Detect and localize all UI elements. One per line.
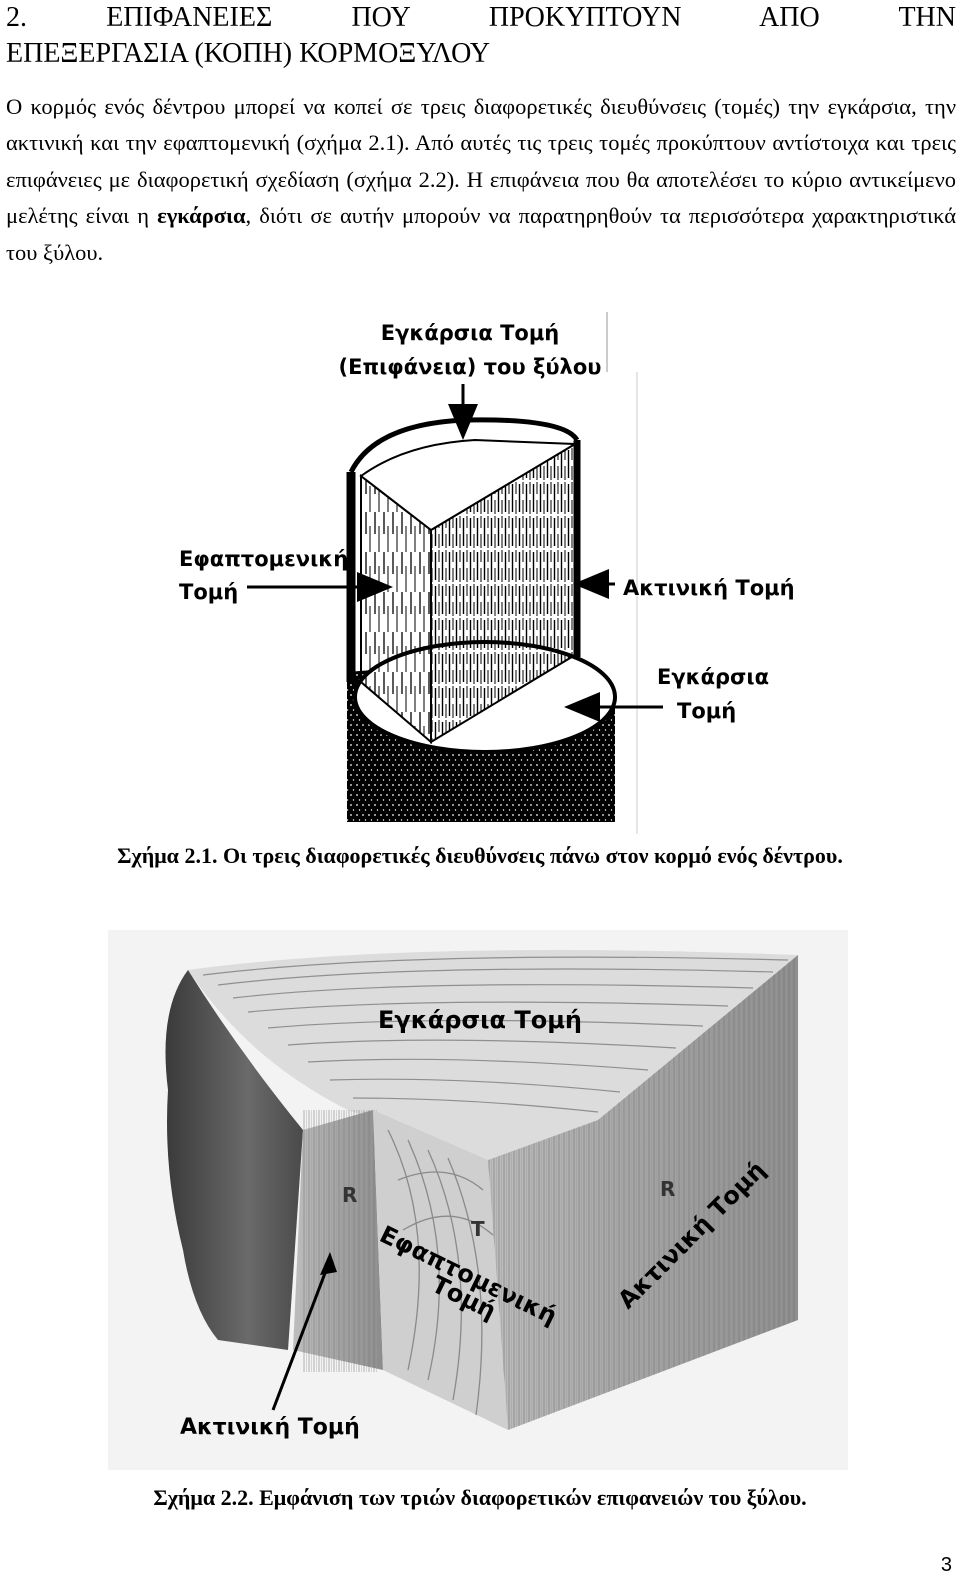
fig2-letter-r1: R	[342, 1183, 357, 1207]
intro-paragraph: Ο κορμός ενός δέντρου μπορεί να κοπεί σε…	[6, 89, 956, 271]
figure-2-2-wood-block-photo: Εγκάρσια Τομή R T R Εφαπτομενική Τομή Ακ…	[108, 930, 848, 1470]
fig2-letter-r2: R	[660, 1177, 675, 1201]
section-heading: 2. ΕΠΙΦΑΝΕΙΕΣ ΠΟΥ ΠΡΟΚΥΠΤΟΥΝ ΑΠΟ ΤΗΝ ΕΠΕ…	[6, 0, 956, 72]
section-heading-line-2: ΕΠΕΞΕΡΓΑΣΙΑ (ΚΟΠΗ) ΚΟΡΜΟΞΥΛΟΥ	[6, 38, 491, 69]
fig1-label-top-1: Εγκάρσια Τομή	[381, 321, 559, 345]
fig1-label-cross-1: Εγκάρσια	[657, 665, 769, 689]
figure-2-1-caption: Σχήμα 2.1. Οι τρεις διαφορετικές διευθύν…	[117, 843, 843, 868]
figure-2-1-tree-trunk-diagram: Εγκάρσια Τομή (Επιφάνεια) του ξύλου Εφαπ…	[179, 312, 795, 834]
fig1-label-radial: Ακτινική Τομή	[623, 576, 795, 600]
page-number: 3	[940, 1554, 952, 1576]
fig1-label-tangential-2: Τομή	[179, 580, 238, 604]
fig2-label-radial-bottom: Ακτινική Τομή	[180, 1415, 360, 1440]
paragraph-text-2: , διότι σε αυτήν μπορούν να παρατηρηθούν…	[6, 203, 956, 265]
section-heading-line-1: 2. ΕΠΙΦΑΝΕΙΕΣ ΠΟΥ ΠΡΟΚΥΠΤΟΥΝ ΑΠΟ ΤΗΝ	[6, 2, 956, 33]
fig1-label-top-2: (Επιφάνεια) του ξύλου	[339, 355, 602, 379]
paragraph-text-1: Ο κορμός ενός δέντρου μπορεί να κοπεί σε…	[6, 94, 956, 229]
fig1-label-tangential-1: Εφαπτομενική	[179, 547, 348, 571]
paragraph-bold-term: εγκάρσια	[157, 203, 246, 229]
fig2-letter-t: T	[471, 1217, 485, 1241]
figure-2-2-caption: Σχήμα 2.2. Εμφάνιση των τριών διαφορετικ…	[153, 1485, 807, 1510]
fig1-label-cross-2: Τομή	[677, 699, 736, 723]
fig2-label-cross: Εγκάρσια Τομή	[378, 1006, 582, 1034]
